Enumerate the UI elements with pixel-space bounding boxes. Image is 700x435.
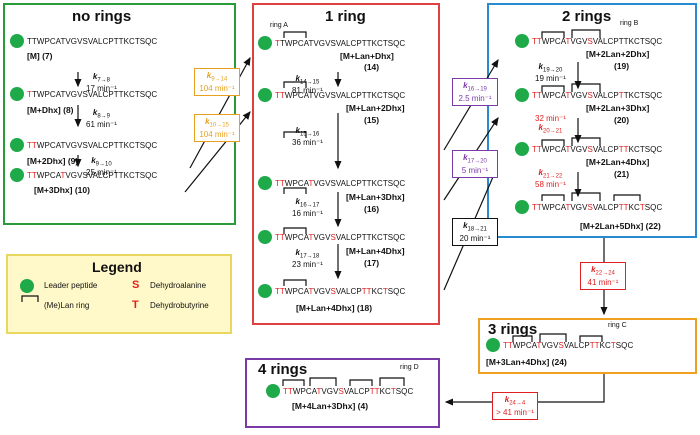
- leader-peptide-icon: [258, 284, 272, 298]
- species-label: [M+2Dhx] (9): [27, 156, 79, 166]
- peptide-sequence: TTWPCATVGVSVALCPTTKCTSQC: [275, 179, 406, 188]
- leader-peptide-icon: [515, 142, 529, 156]
- species-label: (15): [364, 115, 380, 125]
- species-label: [M+Lan+4Dhx]: [346, 246, 405, 256]
- species-label: (20): [614, 115, 630, 125]
- leader-peptide-icon: [10, 168, 24, 182]
- ring-b-label: ring B: [620, 20, 639, 27]
- legend-leader-label: Leader peptide: [44, 281, 98, 290]
- peptide-sequence: TTWPCATVGVSVALCPTTKCTSQC: [27, 38, 157, 46]
- species-label: (16): [364, 204, 380, 214]
- species-label: [M+2Lan+5Dhx] (22): [580, 221, 661, 231]
- peptide-sequence: TTWPCATVGVSVALCPTTKCTSQC: [275, 91, 406, 100]
- species-label: [M+2Lan+4Dhx]: [586, 157, 650, 167]
- no-rings-title: no rings: [72, 8, 132, 25]
- legend-dhb-label: Dehydrobutyrine: [150, 301, 209, 310]
- peptide-sequence: TTWPCATVGVSVALCPTTKCTSQC: [275, 287, 406, 296]
- species-label: [M+3Dhx] (10): [34, 185, 90, 195]
- peptide-sequence: TTWPCATVGVSVALCPTTKCTSQC: [503, 341, 634, 350]
- leader-peptide-icon: [486, 338, 500, 352]
- species-label: [M+Lan+3Dhx]: [346, 192, 405, 202]
- two-rings-title: 2 rings: [562, 8, 612, 25]
- peptide-sequence: TTWPCATVGVSVALCPTTKCTSQC: [532, 91, 663, 100]
- panel-three-rings: [478, 318, 697, 374]
- species-label: [M+Lan+4Dhx] (18): [296, 303, 373, 313]
- leader-peptide-icon: [258, 230, 272, 244]
- peptide-sequence: TTWPCATVGVSVALCPTTKCTSQC: [275, 39, 406, 48]
- legend-box: [6, 254, 232, 334]
- species-label: (17): [364, 258, 380, 268]
- ring-c-label: ring C: [608, 322, 627, 329]
- leader-peptide-icon: [258, 36, 272, 50]
- species-label: [M+3Lan+4Dhx] (24): [486, 357, 567, 367]
- leader-peptide-icon: [10, 138, 24, 152]
- peptide-sequence: TTWPCATVGVSVALCPTTKCTSQC: [532, 145, 663, 154]
- leader-peptide-icon: [20, 279, 34, 293]
- species-label: (19): [614, 61, 630, 71]
- species-label: (14): [364, 62, 380, 72]
- leader-peptide-icon: [258, 88, 272, 102]
- species-label: [M+Lan+Dhx]: [340, 51, 394, 61]
- peptide-sequence: TTWPCATVGVSVALCPTTKCTSQC: [283, 387, 414, 396]
- species-label: [M] (7): [27, 51, 53, 61]
- peptide-sequence: TTWPCATVGVSVALCPTTKCTSQC: [532, 37, 663, 46]
- peptide-sequence: TTWPCATVGVSVALCPTTKCTSQC: [27, 141, 158, 150]
- legend-title: Legend: [92, 259, 142, 275]
- one-ring-title: 1 ring: [325, 8, 366, 25]
- seq-text: TTWPCATVGVSVALCPTTKCTSQC: [27, 37, 158, 46]
- legend-dha-label: Dehydroalanine: [150, 281, 207, 290]
- leader-peptide-icon: [266, 384, 280, 398]
- ring-d-label: ring D: [400, 364, 419, 371]
- legend-dha-symbol: S: [132, 279, 140, 291]
- peptide-sequence: TTWPCATVGVSVALCPTTKCTSQC: [27, 90, 158, 99]
- leader-peptide-icon: [515, 88, 529, 102]
- leader-peptide-icon: [10, 87, 24, 101]
- legend-dhb-symbol: T: [132, 299, 139, 311]
- panel-one-ring: [252, 3, 440, 325]
- leader-peptide-icon: [258, 176, 272, 190]
- peptide-sequence: TTWPCATVGVSVALCPTTKCTSQC: [27, 171, 158, 180]
- species-label: [M+Dhx] (8): [27, 105, 74, 115]
- three-rings-title: 3 rings: [488, 321, 538, 338]
- species-label: [M+2Lan+3Dhx]: [586, 103, 650, 113]
- leader-peptide-icon: [515, 200, 529, 214]
- rate-box: k24→4> 41 min⁻¹: [492, 392, 538, 420]
- ring-a-label: ring A: [270, 22, 288, 29]
- species-label: [M+2Lan+2Dhx]: [586, 49, 650, 59]
- leader-peptide-icon: [515, 34, 529, 48]
- peptide-sequence: TTWPCATVGVSVALCPTTKCTSQC: [275, 233, 406, 242]
- species-label: [M+4Lan+3Dhx] (4): [292, 401, 369, 411]
- legend-lan-label: (Me)Lan ring: [44, 301, 90, 310]
- species-label: [M+Lan+2Dhx]: [346, 103, 405, 113]
- species-label: (21): [614, 169, 630, 179]
- peptide-sequence: TTWPCATVGVSVALCPTTKCTSQC: [532, 203, 663, 212]
- four-rings-title: 4 rings: [258, 361, 308, 378]
- leader-peptide-icon: [10, 34, 24, 48]
